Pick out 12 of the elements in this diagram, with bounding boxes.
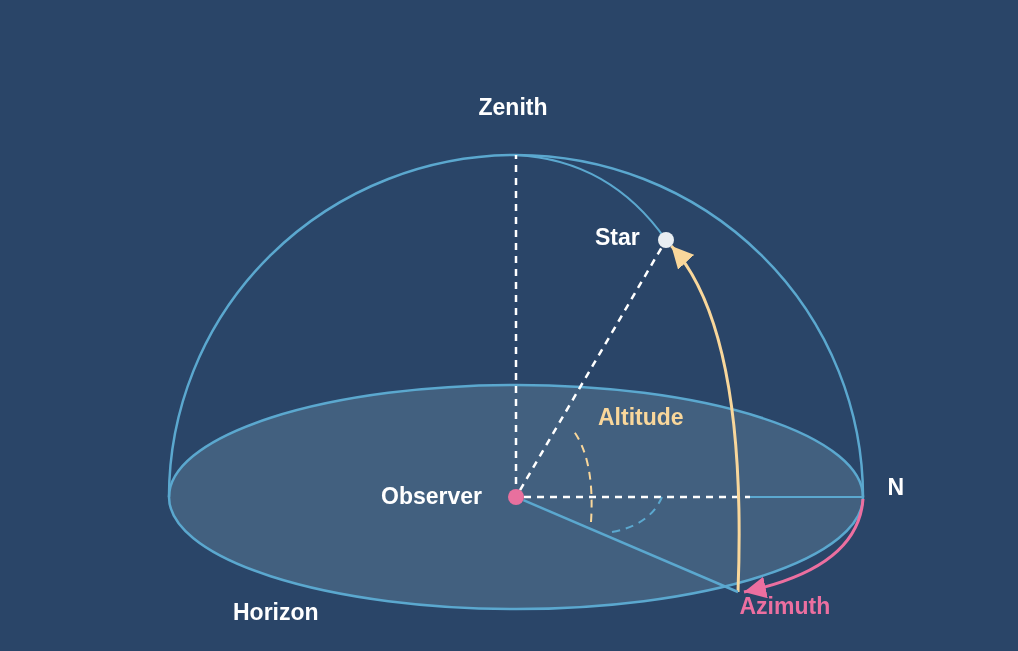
observer-label: Observer <box>381 482 482 510</box>
altitude-arrow <box>670 244 741 593</box>
altitude-label: Altitude <box>598 403 684 431</box>
azimuth-arrow <box>743 498 865 598</box>
horizon-label: Horizon <box>233 598 319 626</box>
azimuth-label: Azimuth <box>739 592 831 620</box>
direction-label: N <box>887 473 905 501</box>
star-dot <box>658 232 674 248</box>
sight-line <box>518 246 664 491</box>
zenith-label: Zenith <box>478 93 548 121</box>
star-label: Star <box>595 223 640 251</box>
horizon-line <box>522 499 739 594</box>
